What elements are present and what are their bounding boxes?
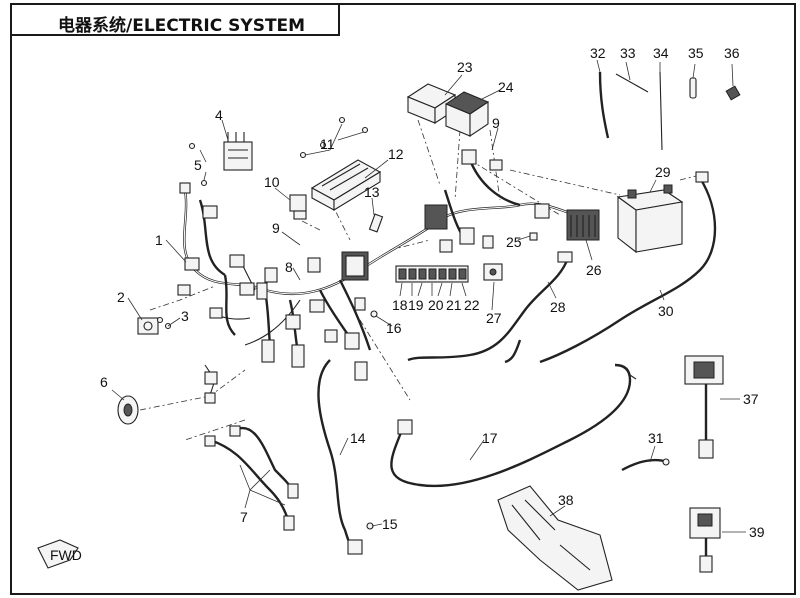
callout-36: 36 — [724, 45, 740, 61]
callout-3: 3 — [181, 308, 189, 324]
callout-35: 35 — [688, 45, 704, 61]
callout-25: 25 — [506, 234, 522, 250]
callout-1: 1 — [155, 232, 163, 248]
part-16-bolt — [370, 310, 378, 318]
callout-26: 26 — [586, 262, 602, 278]
part-37-sensor — [684, 355, 724, 459]
part-27-connector — [483, 263, 503, 281]
callout-28: 28 — [550, 299, 566, 315]
part-38-bracket — [497, 485, 613, 591]
diagram-frame — [10, 3, 796, 595]
callout-17: 17 — [482, 430, 498, 446]
fwd-arrow-icon: FWD — [37, 539, 82, 569]
callout-24: 24 — [498, 79, 514, 95]
callout-30: 30 — [658, 303, 674, 319]
part-31-strap — [621, 458, 670, 472]
callout-12: 12 — [388, 146, 404, 162]
part-13-sensor — [368, 213, 384, 233]
callout-15: 15 — [382, 516, 398, 532]
callout-labels: 1 2 3 4 5 6 7 8 9 9 10 11 12 13 14 15 16… — [100, 45, 765, 540]
part-25-screw — [529, 232, 538, 241]
callout-5: 5 — [194, 157, 202, 173]
harness-connectors — [177, 149, 550, 381]
part-7-sensors — [204, 364, 299, 531]
callout-9a: 9 — [272, 220, 280, 236]
title-box: 电器系统/ELECTRIC SYSTEM — [10, 3, 340, 36]
callout-29: 29 — [655, 164, 671, 180]
callout-31: 31 — [648, 430, 664, 446]
part-12-ecu — [310, 159, 382, 211]
part-30-cable — [539, 171, 717, 364]
part-24-cover — [444, 91, 490, 138]
callout-21: 21 — [446, 297, 462, 313]
callout-10: 10 — [264, 174, 280, 190]
part-26-regulator — [566, 209, 600, 241]
callout-19: 19 — [408, 297, 424, 313]
callout-34: 34 — [653, 45, 669, 61]
callout-33: 33 — [620, 45, 636, 61]
callout-13: 13 — [364, 184, 380, 200]
main-harness — [183, 159, 576, 366]
callout-39: 39 — [749, 524, 765, 540]
callout-37: 37 — [743, 391, 759, 407]
part-39-switch — [689, 507, 721, 573]
callout-38: 38 — [558, 492, 574, 508]
part-17-wire — [390, 363, 637, 488]
leader-lines — [111, 59, 746, 533]
callout-6: 6 — [100, 374, 108, 390]
callout-27: 27 — [486, 310, 502, 326]
part-29-battery — [616, 184, 684, 254]
diagram-title: 电器系统/ELECTRIC SYSTEM — [58, 16, 306, 36]
fwd-label: FWD — [50, 547, 82, 563]
part-10-relay — [289, 194, 307, 220]
callout-8: 8 — [285, 259, 293, 275]
part-4-regulator — [188, 132, 253, 187]
callout-2: 2 — [117, 289, 125, 305]
callout-9b: 9 — [492, 115, 500, 131]
callout-18: 18 — [392, 297, 408, 313]
callout-32: 32 — [590, 45, 606, 61]
callout-20: 20 — [428, 297, 444, 313]
callout-14: 14 — [350, 430, 366, 446]
callout-16: 16 — [386, 320, 402, 336]
part-15-sensor — [347, 522, 374, 555]
callout-22: 22 — [464, 297, 480, 313]
part-6-horn — [117, 395, 139, 425]
parts-32-36 — [598, 71, 741, 151]
callout-11: 11 — [320, 136, 335, 152]
callout-7: 7 — [240, 509, 248, 525]
part-2-switch — [137, 316, 172, 335]
callout-23: 23 — [457, 59, 473, 75]
parts-18-22-fuses — [395, 265, 469, 297]
part-14-wire — [317, 359, 354, 549]
callout-4: 4 — [215, 107, 223, 123]
